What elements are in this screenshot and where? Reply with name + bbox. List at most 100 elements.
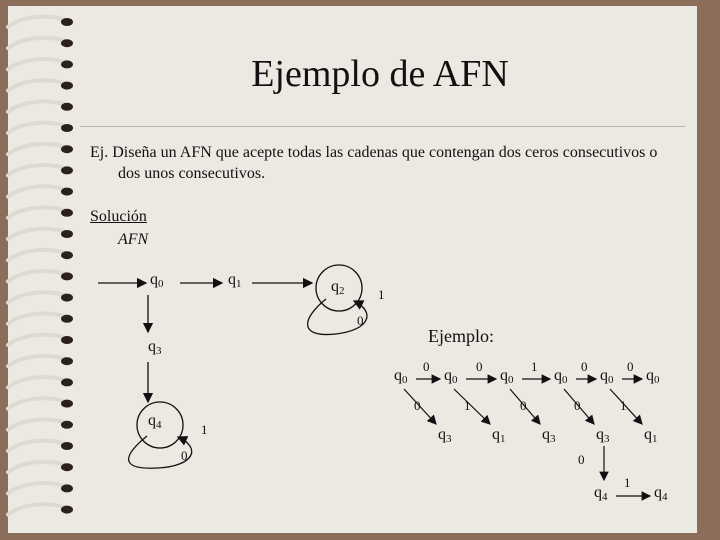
ring-wire [6, 120, 68, 135]
example-symbol-top: 0 [627, 359, 634, 374]
ring-hole [61, 463, 73, 472]
example-symbol-top: 1 [531, 359, 538, 374]
ring-hole [61, 293, 73, 302]
ring-wire [6, 417, 68, 432]
ring-hole [61, 336, 73, 344]
ring-hole [61, 187, 73, 196]
example-state-q4: q4 [594, 484, 608, 503]
example-state-branch: q3 [542, 426, 556, 445]
example-symbol-branch: 1 [464, 398, 471, 413]
ring-wire [6, 290, 68, 305]
ring-wire [6, 184, 68, 199]
q4-loop-label-1: 1 [201, 422, 208, 437]
ring-hole [61, 442, 73, 450]
example-symbol-top: 0 [423, 359, 430, 374]
example-state-q0: q0 [500, 367, 514, 386]
example-state-branch: q3 [596, 426, 610, 445]
spiral-binding [6, 14, 73, 517]
example-state-branch: q3 [438, 426, 452, 445]
example-arrow-branch [509, 388, 541, 425]
q4-accept-ring [136, 401, 184, 449]
state-q0: q0 [150, 271, 164, 290]
example-arrow-branch [609, 388, 643, 425]
ring-hole [61, 39, 73, 48]
ring-wire [6, 396, 68, 411]
example-arrow-branch [453, 388, 491, 425]
ring-wire [6, 205, 68, 220]
q2-loop-label-1: 1 [378, 287, 385, 302]
example-state-q0: q0 [444, 367, 458, 386]
ring-hole [61, 208, 73, 217]
ring-hole [61, 145, 73, 154]
ring-hole [61, 484, 73, 493]
ring-wire [6, 438, 68, 453]
ring-wire [6, 269, 68, 284]
ring-wire [6, 502, 68, 517]
solution-heading: Solución [90, 208, 147, 225]
ring-wire [6, 99, 68, 114]
task-statement: Ej. Diseña un AFN que acepte todas las c… [90, 144, 658, 182]
q2-loop-label-0: 0 [357, 313, 364, 328]
ring-wire [6, 375, 68, 390]
afn-subheading: AFN [118, 231, 149, 248]
ring-hole [61, 251, 73, 260]
ring-hole [61, 166, 73, 175]
state-q3: q3 [148, 338, 162, 357]
ring-hole [61, 81, 73, 90]
q4-loop [128, 435, 193, 469]
q4-loop-label-0: 0 [181, 448, 188, 463]
ring-wire [6, 57, 68, 72]
ring-wire [6, 226, 68, 241]
example-state-q0: q0 [554, 367, 568, 386]
example-symbol-branch: 1 [620, 398, 627, 413]
example-symbol-q4-row: 1 [624, 475, 631, 490]
ring-hole [61, 272, 73, 281]
example-state-q4-final: q4 [654, 484, 668, 503]
example-arrow-branch [563, 388, 595, 425]
ring-hole [61, 399, 73, 408]
ring-hole [61, 505, 73, 514]
ring-hole [61, 18, 73, 26]
ring-wire [6, 14, 68, 29]
ring-wire [6, 78, 68, 93]
ring-hole [61, 124, 73, 132]
ring-hole [61, 314, 73, 323]
slide-title: Ejemplo de AFN [251, 53, 509, 95]
example-state-q0: q0 [646, 367, 660, 386]
ring-wire [6, 332, 68, 347]
ring-hole [61, 102, 73, 111]
ring-hole [61, 357, 73, 366]
ring-hole [61, 378, 73, 387]
example-state-branch: q1 [644, 426, 658, 445]
example-symbol-top: 0 [581, 359, 588, 374]
ring-hole [61, 60, 73, 69]
state-q2: q2 [331, 278, 345, 297]
example-symbol-q4: 0 [578, 452, 585, 467]
title-divider [80, 126, 685, 127]
example-symbol-branch: 0 [414, 398, 421, 413]
state-q4: q4 [148, 412, 162, 431]
example-arrow-branch [403, 388, 437, 425]
q2-accept-ring [315, 264, 363, 312]
ring-hole [61, 230, 73, 238]
ring-wire [6, 481, 68, 496]
q2-loop [307, 298, 368, 336]
ring-hole [61, 420, 73, 429]
ring-wire [6, 141, 68, 157]
ring-wire [6, 163, 68, 178]
ring-wire [6, 247, 68, 263]
ring-wire [6, 311, 68, 326]
ring-wire [6, 353, 68, 369]
example-arrows [403, 374, 652, 501]
example-symbol-branch: 0 [574, 398, 581, 413]
state-q1: q1 [228, 271, 242, 290]
ring-wire [6, 35, 68, 51]
example-heading: Ejemplo: [428, 326, 494, 346]
example-state-q0: q0 [394, 367, 408, 386]
example-symbol-top: 0 [476, 359, 483, 374]
example-state-q0: q0 [600, 367, 614, 386]
example-symbol-branch: 0 [520, 398, 527, 413]
example-state-branch: q1 [492, 426, 506, 445]
